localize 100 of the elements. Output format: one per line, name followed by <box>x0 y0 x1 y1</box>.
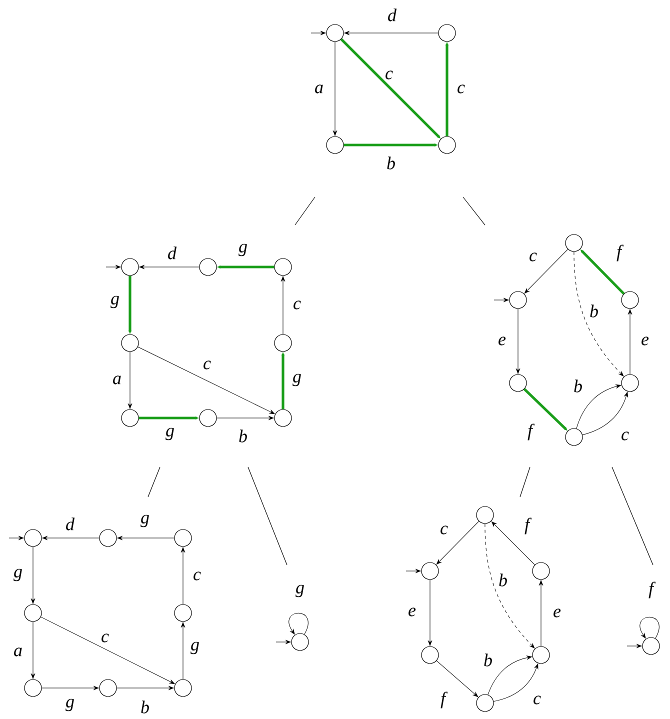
state-circle <box>326 24 344 42</box>
edge-label: b <box>141 700 149 714</box>
edge-label: a <box>113 376 121 384</box>
state-circle <box>99 679 117 697</box>
edge-label: g <box>166 428 174 440</box>
edge-label: g <box>292 374 301 386</box>
state-circle <box>509 374 527 392</box>
edge-label: f <box>528 424 535 440</box>
state-circle <box>476 694 494 712</box>
transition-arrow <box>436 521 480 564</box>
edge-label: c <box>530 252 537 262</box>
transition-arrow <box>281 276 285 334</box>
transition-arrow <box>31 622 35 679</box>
edge-label: c <box>386 70 393 80</box>
edge-label: c <box>534 696 541 704</box>
initial-arrow <box>626 644 642 648</box>
transition-arrow <box>117 536 174 540</box>
transition-arrow <box>516 308 520 374</box>
transition-arrow <box>539 580 543 646</box>
edge-label: b <box>387 156 395 170</box>
edge-label: d <box>66 518 75 530</box>
state-circle <box>642 637 660 655</box>
state-circle <box>438 24 456 42</box>
transition-arrow <box>493 664 538 702</box>
edge-label: a <box>315 84 323 94</box>
edge-label: f <box>524 518 532 534</box>
state-circle <box>274 334 292 352</box>
transition-arrow <box>40 616 175 684</box>
state-circle <box>621 291 639 309</box>
state-circle <box>621 374 639 392</box>
edge-label: e <box>498 336 506 346</box>
transition-arrow <box>116 686 174 690</box>
state-circle <box>438 136 456 154</box>
edge-label: c <box>102 634 109 642</box>
transition-arrow <box>436 660 478 697</box>
edge-label: g <box>296 584 304 598</box>
state-circle <box>274 409 292 427</box>
transition-arrow <box>333 42 337 136</box>
state-circle <box>174 679 192 697</box>
transition-arrow <box>491 521 536 566</box>
transition-arrow <box>42 686 99 690</box>
edge-label: g <box>66 698 74 712</box>
edge-label: f <box>648 582 656 598</box>
edge-label: b <box>484 654 492 666</box>
edge-label: g <box>190 642 199 654</box>
edge-label: c <box>458 84 465 94</box>
edge-label: c <box>622 432 629 440</box>
state-circle <box>99 529 117 547</box>
transition-arrow <box>628 309 632 374</box>
state-circle <box>24 604 42 622</box>
self-loop-arrow <box>288 612 308 635</box>
state-circle <box>421 562 439 580</box>
state-circle <box>326 136 344 154</box>
state-circle <box>24 529 42 547</box>
state-circle <box>421 646 439 664</box>
edge-label: c <box>440 526 448 534</box>
edge-label: d <box>168 246 177 260</box>
state-circle <box>199 258 217 276</box>
transition-arrow <box>216 416 274 420</box>
initial-arrow <box>276 640 291 644</box>
transition-arrow <box>484 524 535 648</box>
state-circle <box>121 334 139 352</box>
edge-label: b <box>590 304 598 318</box>
state-circle <box>532 562 550 580</box>
transition-arrow <box>138 346 275 414</box>
transition-arrow <box>31 546 35 604</box>
edge-label: f <box>616 244 624 262</box>
initial-arrow <box>310 31 326 35</box>
state-circle <box>121 258 139 276</box>
edge-label: e <box>642 336 649 346</box>
transition-arrow <box>576 384 622 429</box>
edge-label: b <box>239 430 247 442</box>
transition-arrow <box>488 656 532 695</box>
edge-label: b <box>574 380 582 392</box>
transition-arrow <box>181 547 185 604</box>
transition-arrow <box>181 622 185 680</box>
state-circle <box>121 409 139 427</box>
edge-label: g <box>238 244 247 256</box>
transition-arrow <box>42 536 100 540</box>
edge-label: e <box>408 608 416 616</box>
transition-arrow <box>582 392 628 436</box>
edge-label: e <box>554 608 561 618</box>
initial-arrow <box>494 298 509 302</box>
edge-label: c <box>204 360 211 370</box>
self-loop-arrow <box>640 616 660 639</box>
state-circle <box>509 291 527 309</box>
edge-label: f <box>440 692 448 708</box>
transition-arrow <box>428 580 432 646</box>
state-circle <box>291 633 309 651</box>
state-circle <box>24 679 42 697</box>
edge-label: d <box>388 8 397 22</box>
initial-arrow <box>106 265 121 269</box>
edge-label: c <box>194 572 201 580</box>
transition-arrow <box>524 249 568 294</box>
state-circle <box>565 234 583 252</box>
edge-label: c <box>294 300 301 310</box>
edge-label: g <box>140 514 149 528</box>
edge-label: g <box>14 568 22 582</box>
state-circle <box>532 646 550 664</box>
transition-arrow <box>344 31 438 35</box>
